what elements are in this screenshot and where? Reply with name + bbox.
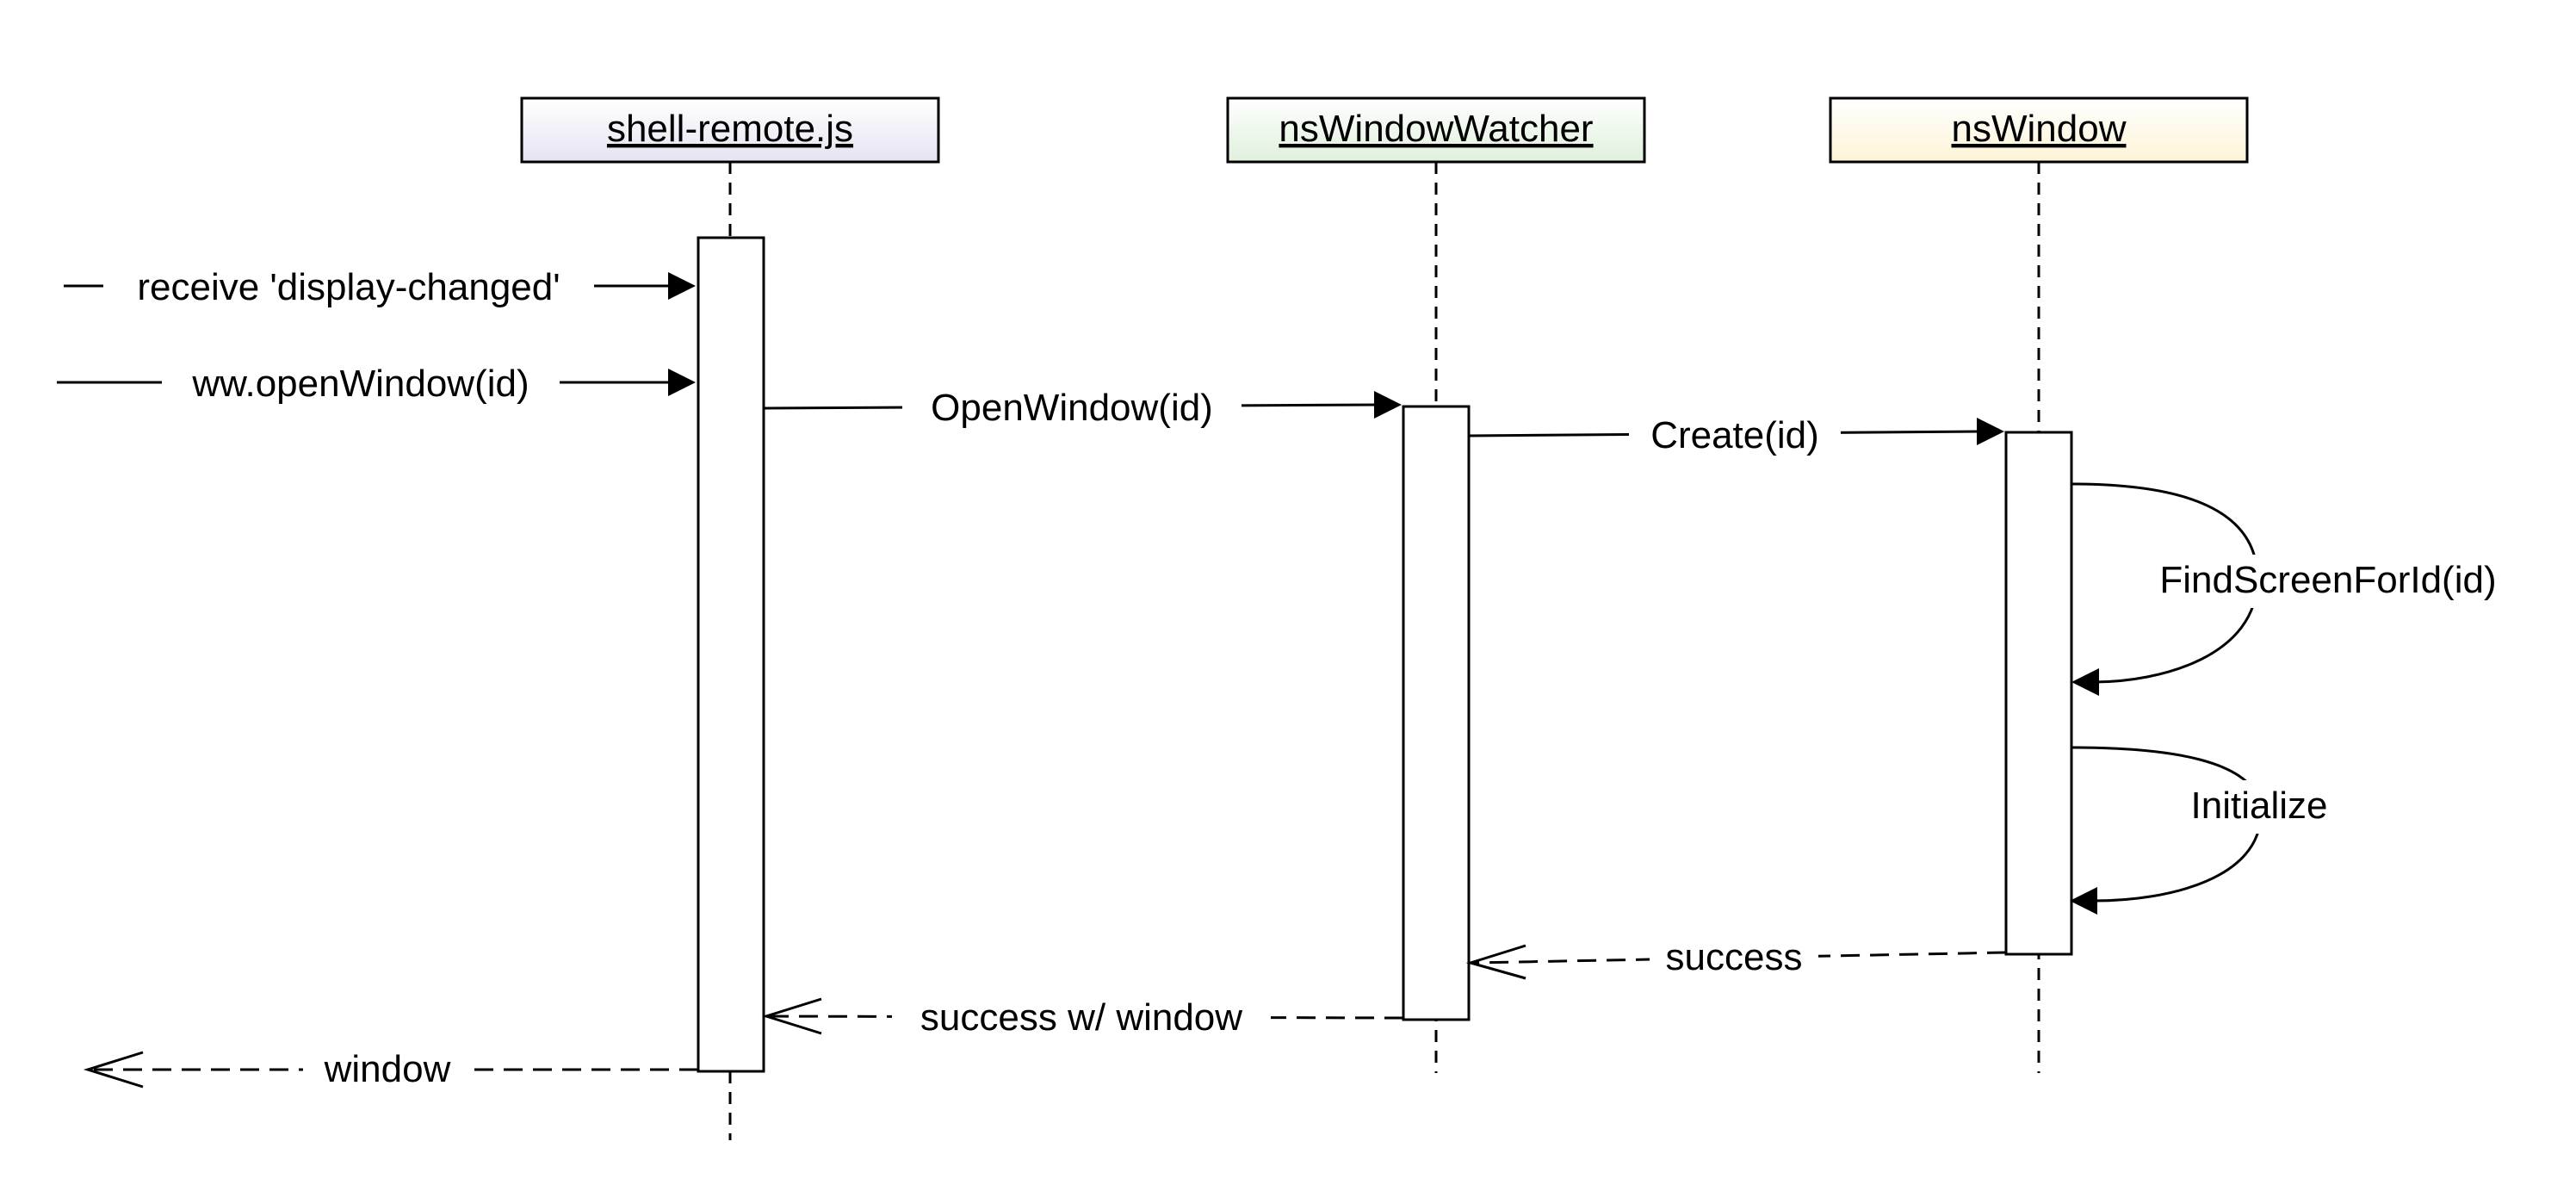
- participant-ns-window: nsWindow: [1829, 96, 2249, 164]
- return-success-label: success: [1666, 936, 1803, 978]
- activation-ns-window: [2004, 431, 2073, 956]
- message-ww-open-window-label: ww.openWindow(id): [191, 363, 529, 405]
- message-display-changed: receive 'display-changed': [64, 258, 696, 312]
- return-success: success: [1465, 930, 2007, 983]
- message-find-screen-for-id: FindScreenForId(id): [2071, 482, 2523, 696]
- return-success-with-window: success w/ window: [761, 989, 1404, 1042]
- message-initialize: Initialize: [2070, 746, 2345, 915]
- participant-ns-window-watcher-label: nsWindowWatcher: [1279, 108, 1593, 150]
- participant-shell-remote-label: shell-remote.js: [607, 108, 853, 150]
- return-window: window: [83, 1042, 698, 1095]
- message-open-window: OpenWindow(id): [763, 379, 1402, 432]
- message-initialize-label: Initialize: [2191, 785, 2328, 827]
- message-create: Create(id): [1468, 406, 2004, 460]
- message-find-screen-for-id-label: FindScreenForId(id): [2159, 559, 2496, 601]
- message-ww-open-window: ww.openWindow(id): [57, 355, 696, 408]
- return-window-label: window: [324, 1048, 451, 1090]
- message-open-window-label: OpenWindow(id): [931, 387, 1213, 429]
- activation-ns-window-watcher: [1402, 405, 1471, 1021]
- message-create-label: Create(id): [1650, 414, 1819, 456]
- message-display-changed-label: receive 'display-changed': [137, 266, 560, 308]
- participant-ns-window-watcher: nsWindowWatcher: [1226, 96, 1646, 164]
- participant-shell-remote: shell-remote.js: [520, 96, 940, 164]
- participant-ns-window-label: nsWindow: [1952, 108, 2127, 150]
- return-success-with-window-label: success w/ window: [920, 996, 1242, 1039]
- activation-shell-remote: [697, 236, 765, 1073]
